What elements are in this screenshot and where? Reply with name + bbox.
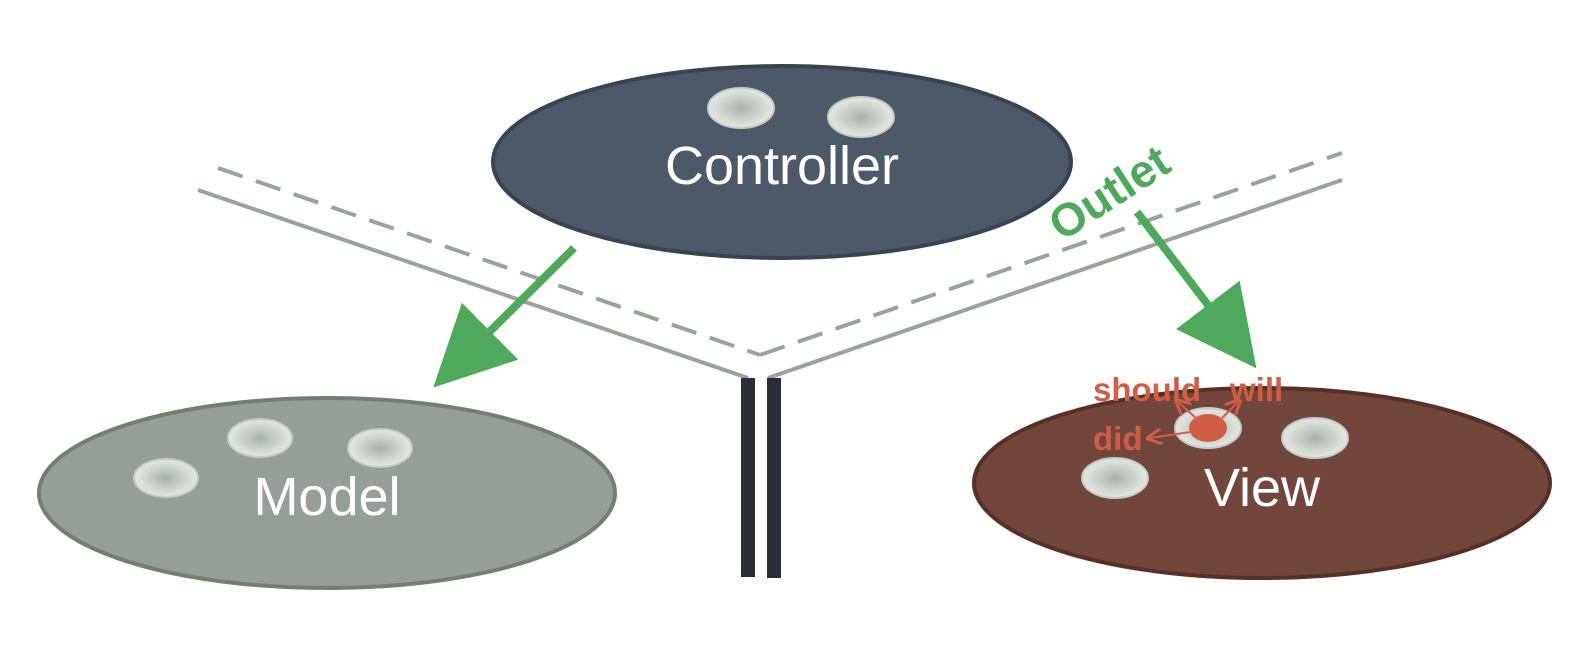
model-dot-2 — [347, 428, 413, 468]
will-arrow — [1221, 402, 1238, 419]
model-dot-3 — [133, 458, 199, 498]
view-dot-3 — [1081, 457, 1149, 499]
boundary-dashed-right — [759, 151, 1343, 357]
delegate-annotation: should will did — [1093, 371, 1283, 457]
delegate-dot — [1189, 414, 1227, 442]
model-dot-1 — [227, 418, 293, 458]
view-ellipse — [972, 386, 1552, 580]
model-view-wall — [741, 378, 781, 578]
delegate-will-label: will — [1229, 371, 1283, 408]
view-label: View — [1204, 458, 1321, 518]
delegate-did-label: did — [1093, 420, 1142, 457]
model-node: Model — [37, 396, 617, 590]
controller-to-view-arrow — [1133, 209, 1257, 369]
model-label: Model — [253, 467, 400, 527]
controller-dot-1 — [707, 87, 775, 129]
controller-label: Controller — [665, 136, 899, 196]
controller-ellipse — [491, 64, 1073, 260]
model-ellipse — [37, 396, 617, 590]
did-arrow — [1150, 432, 1191, 438]
should-arrow — [1178, 402, 1197, 419]
boundary-lines — [197, 151, 1343, 380]
controller-node: Controller — [491, 64, 1073, 260]
controller-arrows — [433, 209, 1257, 388]
boundary-dashed-left — [217, 166, 761, 357]
controller-dot-2 — [827, 96, 895, 138]
view-node: View — [972, 386, 1552, 580]
wall-bar-right — [767, 378, 781, 578]
view-dot-2 — [1281, 417, 1349, 459]
delegate-should-label: should — [1093, 371, 1201, 408]
boundary-solid-left — [197, 188, 749, 380]
boundary-solid-right — [767, 178, 1343, 380]
controller-to-model-arrow — [433, 245, 577, 388]
wall-bar-left — [741, 378, 755, 577]
